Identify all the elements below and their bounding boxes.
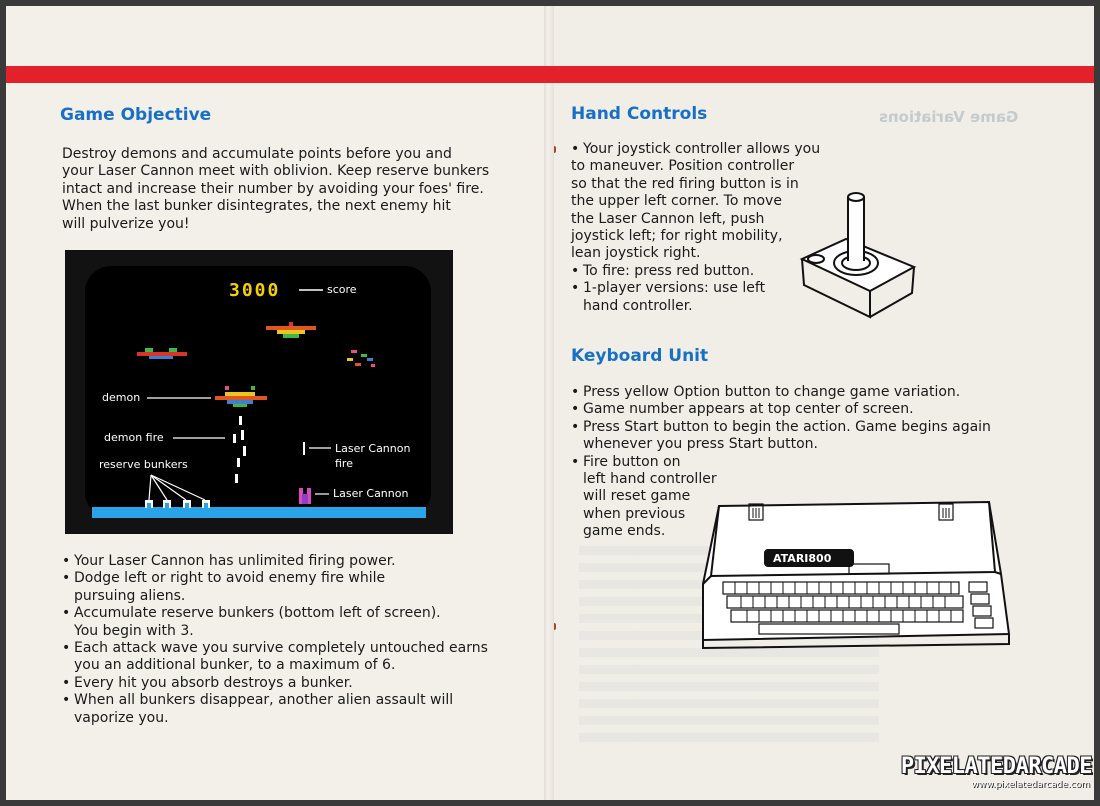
bullet-line: Dodge left or right to avoid enemy fire … bbox=[74, 570, 386, 587]
joystick-icon bbox=[799, 192, 917, 319]
keyboard-keys bbox=[722, 581, 994, 635]
callout-laser-cannon-fire-2: fire bbox=[335, 457, 353, 470]
reserve-bunker-sprites bbox=[145, 500, 210, 508]
computer-illustration: ATARI800 bbox=[702, 500, 1011, 650]
laser-cannon-sprite bbox=[299, 488, 311, 504]
callout-demon: demon bbox=[102, 391, 141, 404]
intro-line: intact and increase their number by avoi… bbox=[62, 180, 484, 197]
bleed-through-heading: Game Variations bbox=[879, 108, 1019, 126]
bullet-line: when previous bbox=[583, 505, 686, 522]
bullet-line: Press yellow Option button to change gam… bbox=[583, 384, 961, 400]
bullet-line: Your Laser Cannon has unlimited firing p… bbox=[74, 553, 396, 569]
bullet-line: game ends. bbox=[583, 523, 666, 540]
demon-sprite-middle bbox=[215, 386, 267, 407]
demon-fire-shots bbox=[233, 416, 246, 483]
bullet-line: so that the red firing button is in bbox=[571, 175, 799, 192]
keyboard-unit-heading: Keyboard Unit bbox=[571, 346, 709, 366]
bullet-line: Your joystick controller allows you bbox=[583, 141, 821, 157]
bullet-item: Fire button on left hand controller will… bbox=[571, 454, 991, 541]
callout-laser-cannon-fire-1: Laser Cannon bbox=[335, 442, 411, 455]
bullet-line: When all bunkers disappear, another alie… bbox=[74, 692, 454, 709]
right-page: Game Variations Hand Controls Your joyst… bbox=[549, 6, 1094, 800]
bullet-line: 1-player versions: use left bbox=[583, 280, 766, 297]
bullet-item: Each attack wave you survive completely … bbox=[62, 640, 488, 675]
bullet-item: Press Start button to begin the action. … bbox=[571, 419, 991, 454]
intro-line: Destroy demons and accumulate points bef… bbox=[62, 146, 452, 162]
red-header-stripe bbox=[6, 66, 1094, 83]
bullet-line: the Laser Cannon left, push bbox=[571, 210, 765, 227]
bullet-line: pursuing aliens. bbox=[74, 587, 186, 604]
watermark-url: www.pixelatedarcade.com bbox=[971, 780, 1090, 790]
hand-controls-bullets: Your joystick controller allows you to m… bbox=[571, 141, 820, 315]
demon-sprite-top bbox=[266, 322, 316, 338]
vent-lines bbox=[752, 508, 950, 518]
bullet-item: Press yellow Option button to change gam… bbox=[571, 384, 991, 402]
bullet-item: When all bunkers disappear, another alie… bbox=[62, 692, 488, 727]
bullet-line: Game number appears at top center of scr… bbox=[583, 401, 914, 418]
bullet-line: Press Start button to begin the action. … bbox=[583, 418, 991, 435]
intro-line: your Laser Cannon meet with oblivion. Ke… bbox=[62, 163, 490, 180]
objective-bullets: Your Laser Cannon has unlimited firing p… bbox=[62, 553, 488, 727]
bullet-line: Accumulate reserve bunkers (bottom left … bbox=[74, 605, 441, 622]
score-digits: 3000 bbox=[229, 280, 280, 301]
bullet-line: Every hit you absorb destroys a bunker. bbox=[74, 674, 353, 691]
demon-sprite-right bbox=[347, 350, 375, 367]
bullet-item: Every hit you absorb destroys a bunker. bbox=[62, 674, 488, 693]
intro-line: will pulverize you! bbox=[62, 215, 190, 232]
site-watermark: PIXELATEDARCADE www.pixelatedarcade.com bbox=[878, 754, 1093, 796]
staple-mark bbox=[552, 146, 556, 153]
bullet-line: vaporize you. bbox=[74, 709, 169, 726]
bullet-line: to maneuver. Position controller bbox=[571, 158, 795, 175]
bullet-line: you an additional bunker, to a maximum o… bbox=[74, 657, 396, 674]
bullet-item: Accumulate reserve bunkers (bottom left … bbox=[62, 605, 488, 640]
callout-score: score bbox=[327, 283, 357, 296]
bullet-line: lean joystick right. bbox=[571, 245, 701, 262]
bullet-line: hand controller. bbox=[583, 297, 693, 314]
bullet-item: To fire: press red button. bbox=[571, 262, 820, 281]
bullet-line: You begin with 3. bbox=[74, 622, 194, 639]
bullet-line: Each attack wave you survive completely … bbox=[74, 640, 488, 657]
keyboard-unit-bullets: Press yellow Option button to change gam… bbox=[571, 384, 991, 541]
left-page: Game Objective Destroy demons and accumu… bbox=[6, 6, 549, 800]
game-scene-art: 3000 bbox=[92, 280, 426, 518]
bullet-line: left hand controller bbox=[583, 471, 717, 488]
bullet-line: Fire button on bbox=[583, 453, 681, 470]
bullet-line: the upper left corner. To move bbox=[571, 193, 782, 210]
demon-sprite-left bbox=[137, 348, 187, 359]
bullet-line: joystick left; for right mobility, bbox=[571, 228, 783, 245]
bullet-line: whenever you press Start button. bbox=[583, 436, 818, 453]
center-fold bbox=[544, 6, 554, 800]
game-objective-intro: Destroy demons and accumulate points bef… bbox=[62, 146, 489, 233]
ground-strip bbox=[92, 507, 426, 518]
game-objective-heading: Game Objective bbox=[60, 105, 212, 125]
bullet-line: To fire: press red button. bbox=[583, 262, 755, 279]
hand-controls-heading: Hand Controls bbox=[571, 104, 708, 124]
callout-reserve-bunkers: reserve bunkers bbox=[99, 458, 188, 471]
bullet-item: Game number appears at top center of scr… bbox=[571, 401, 991, 419]
staple-mark bbox=[552, 623, 556, 630]
callout-demon-fire: demon fire bbox=[104, 431, 164, 444]
bullet-line: will reset game bbox=[583, 488, 691, 505]
bullet-item: Your joystick controller allows you to m… bbox=[571, 141, 820, 263]
watermark-logo: PIXELATEDARCADE bbox=[900, 754, 1093, 779]
key-dividers bbox=[734, 582, 952, 622]
callout-lines bbox=[147, 397, 331, 501]
manual-spread: Game Objective Destroy demons and accumu… bbox=[6, 6, 1094, 800]
laser-cannon-fire-shot bbox=[303, 442, 305, 455]
computer-label: ATARI800 bbox=[773, 552, 832, 565]
tv-screen bbox=[85, 266, 431, 518]
bullet-item: Dodge left or right to avoid enemy fire … bbox=[62, 570, 488, 605]
bullet-item: Your Laser Cannon has unlimited firing p… bbox=[62, 553, 488, 571]
callout-laser-cannon: Laser Cannon bbox=[333, 487, 409, 500]
intro-line: When the last bunker disintegrates, the … bbox=[62, 198, 451, 215]
game-screenshot: 3000 bbox=[65, 250, 453, 534]
